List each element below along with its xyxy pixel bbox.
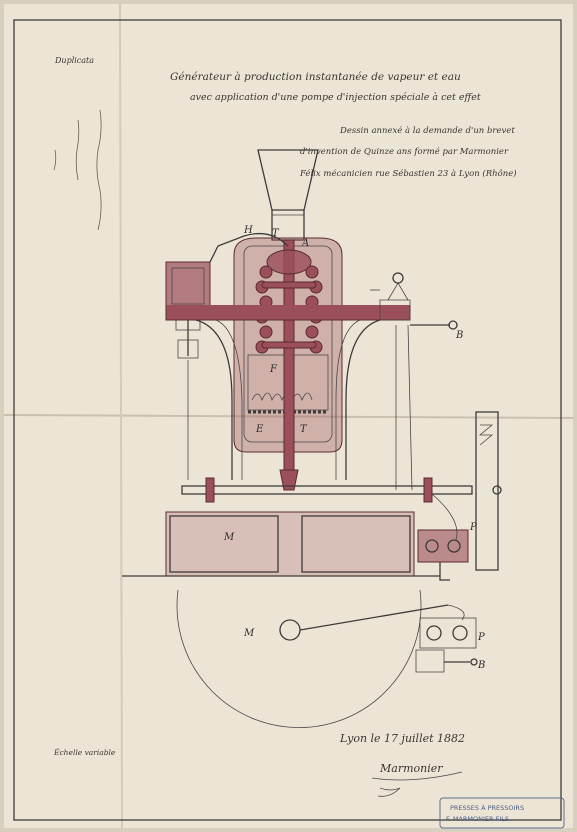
lever-handle (448, 320, 458, 330)
company-stamp: PRESSES À PRESSOIRS F. MARMONIER FILS (439, 797, 565, 829)
fold-line-vertical (119, 3, 123, 829)
label-T-bottom: T (300, 424, 308, 435)
stamp-line-2: F. MARMONIER FILS (446, 815, 509, 823)
flywheel-front (176, 589, 449, 728)
signature: Marmonier (379, 762, 443, 775)
label-H: H (243, 225, 253, 236)
title-line-2: avec application d'une pompe d'injection… (190, 92, 481, 103)
label-A: A (301, 238, 309, 249)
subtitle-line-2: d'invention de Quinze ans formé par Marm… (300, 146, 509, 157)
label-P-upper: P (469, 522, 477, 533)
subtitle-line-3: Félix mécanicien rue Sébastien 23 à Lyon… (299, 168, 517, 179)
shaft-collar (423, 477, 433, 503)
injection-pump (417, 493, 469, 581)
label-T-top: T (272, 228, 280, 239)
shaft-collar-left (205, 477, 215, 503)
steam-pipe (209, 232, 289, 263)
label-M-base: M (223, 532, 235, 543)
place-and-date: Lyon le 17 juillet 1882 (339, 732, 465, 745)
frame-legs (165, 305, 411, 480)
main-shaft (181, 485, 473, 495)
flywheel-side (475, 411, 502, 571)
stamp-line-1: PRESSES À PRESSOIRS (450, 803, 524, 812)
label-F: F (269, 364, 278, 375)
label-B-lower: B (477, 660, 485, 671)
valve-assembly (370, 272, 411, 321)
title-line-1: Générateur à production instantanée de v… (170, 71, 461, 83)
machine-base (122, 511, 440, 577)
label-P-lower: P (477, 632, 485, 643)
lower-pump (415, 604, 478, 673)
rod-2 (407, 324, 413, 491)
label-E: E (255, 424, 264, 435)
border-frame (13, 19, 562, 821)
subtitle-line-1: Dessin annexé à la demande d'un brevet (339, 125, 515, 136)
signature-flourish (371, 771, 463, 797)
corner-note: Duplicata (54, 56, 94, 65)
label-B-upper: B (455, 330, 463, 341)
tube-outlet (279, 469, 299, 491)
margin-annotation (53, 109, 102, 231)
label-M-wheel: M (243, 628, 255, 639)
scale-note: Échelle variable (53, 748, 116, 757)
pump-cylinder-left (165, 261, 211, 359)
